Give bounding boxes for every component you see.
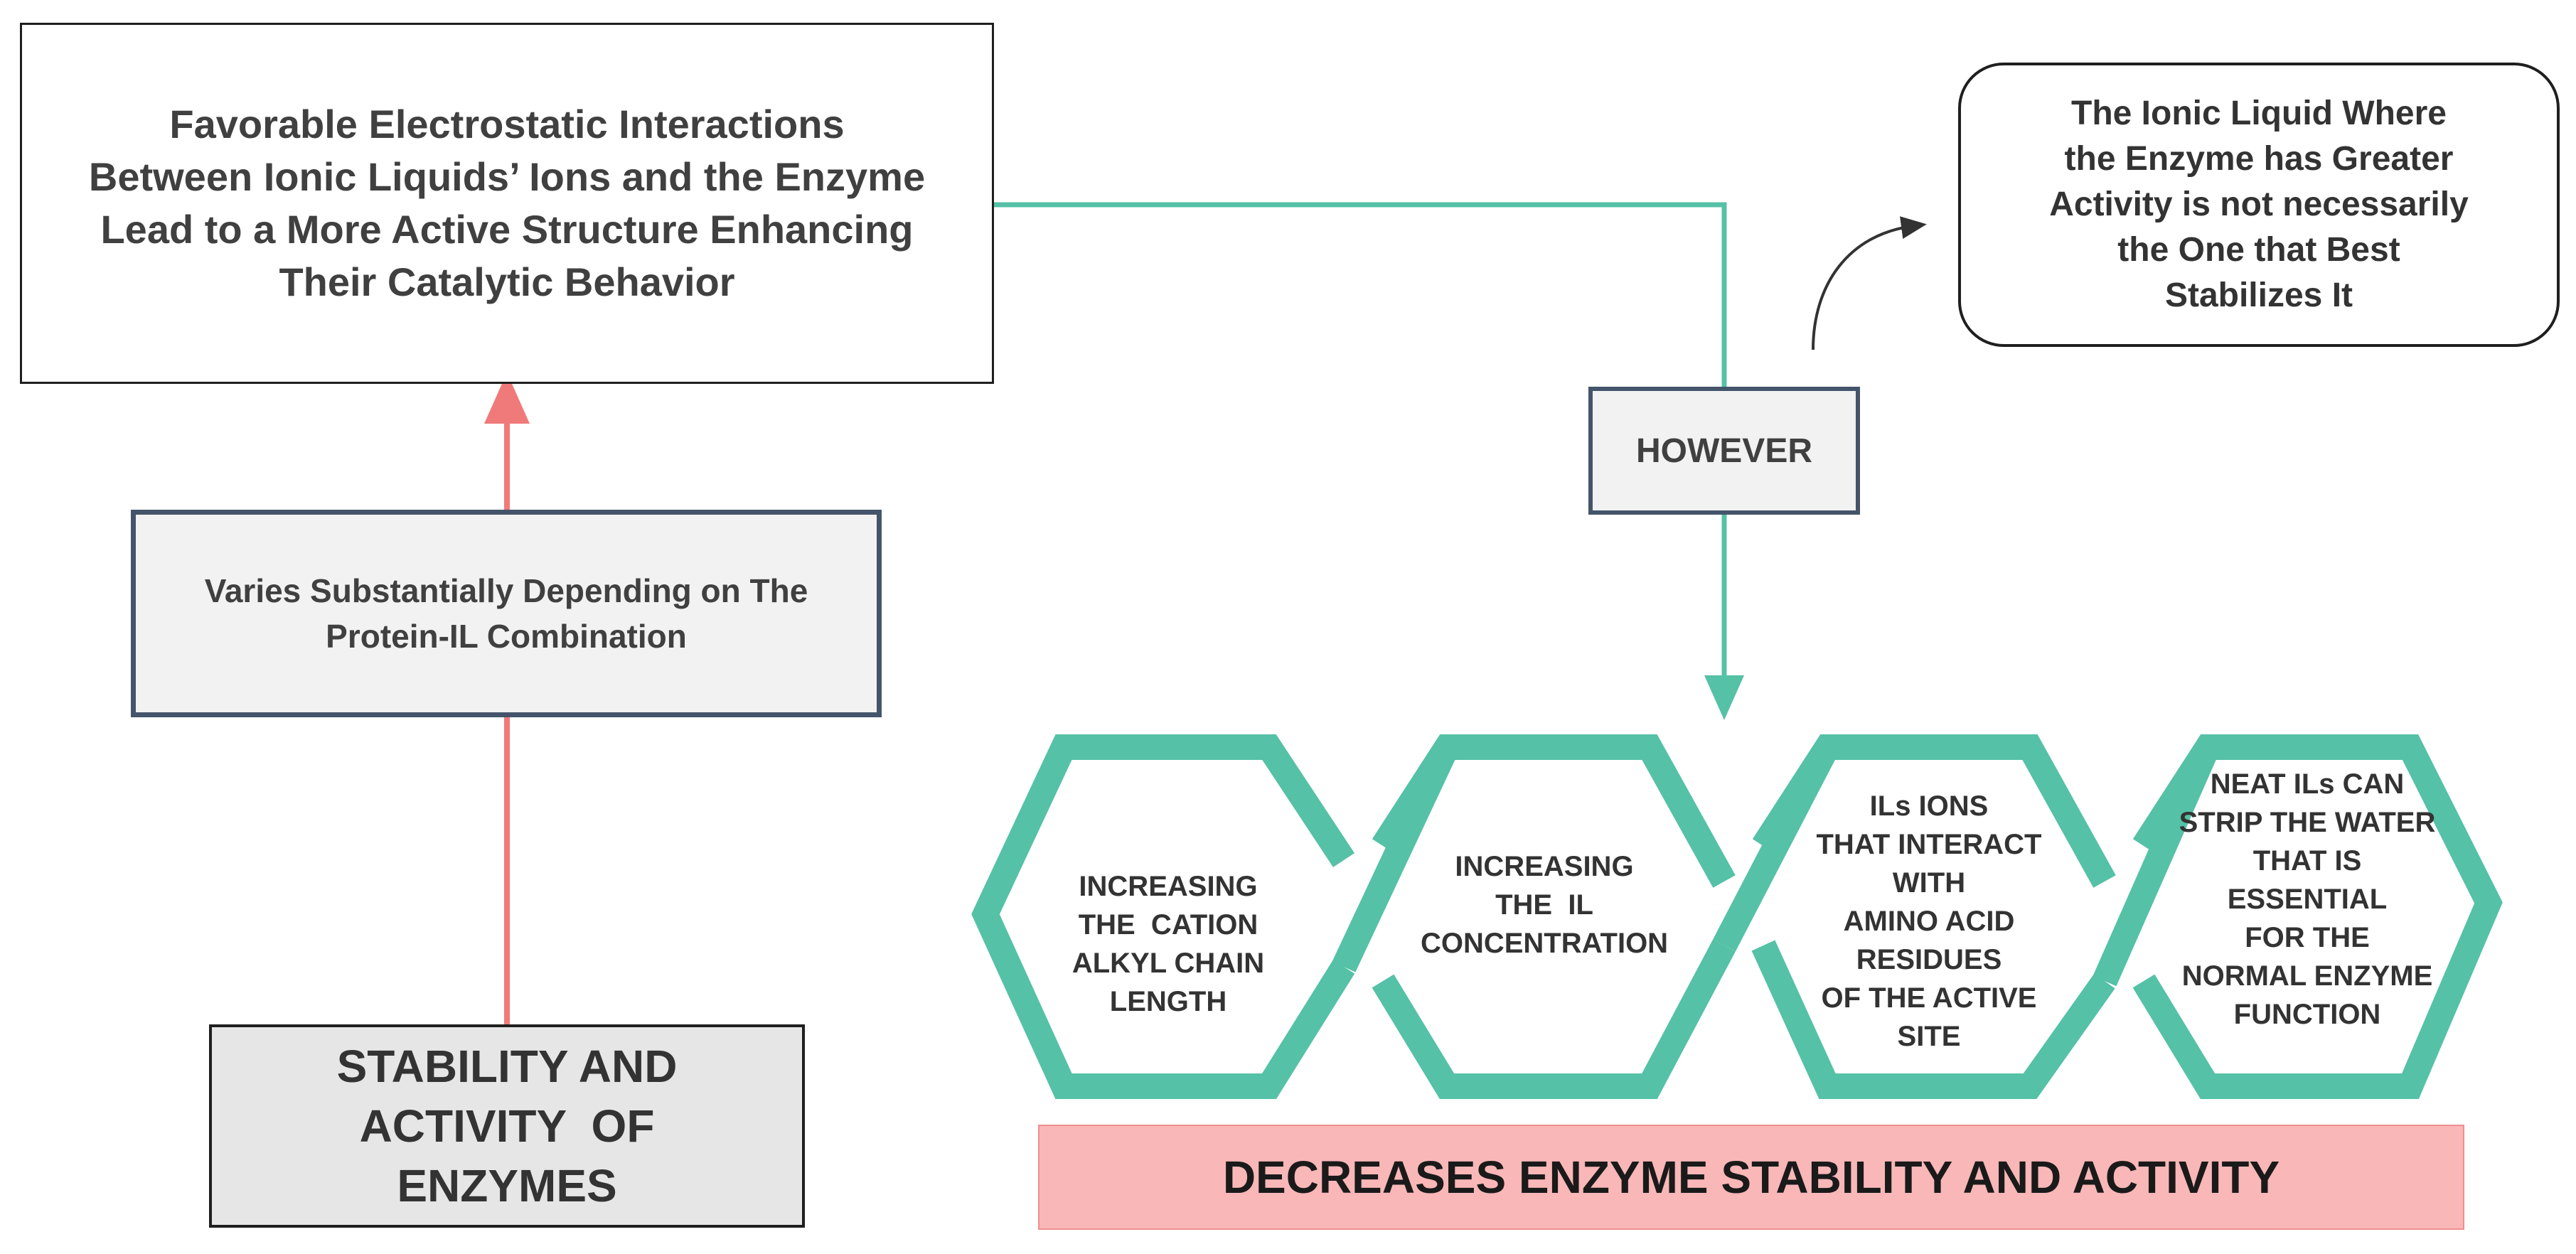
hexagon-chain (971, 734, 2503, 1099)
hex-label-line: FOR THE (2245, 922, 2370, 953)
hex-label-line: NORMAL ENZYME (2181, 960, 2433, 992)
hex-label-line: RESIDUES (1856, 944, 2002, 975)
note-line: the Enzyme has Greater (2064, 140, 2454, 178)
curved-arrow-to-note (1812, 216, 1927, 350)
bottom-box-line: ENZYMES (397, 1160, 617, 1211)
chain-link-3-4 (2093, 741, 2220, 987)
hex-label-line: SITE (1897, 1021, 1961, 1052)
hex-label-line: ALKYL CHAIN (1071, 948, 1265, 979)
hex-label-line: INCREASING (1455, 851, 1634, 882)
middle-box-line: Protein-IL Combination (326, 618, 687, 655)
hexagon-2-label: INCREASING THE IL CONCENTRATION (1421, 847, 1668, 963)
hexagon-4-label: NEAT ILs CAN STRIP THE WATER THAT IS ESS… (2173, 765, 2442, 1034)
hex-label-line: THE IL (1495, 889, 1593, 921)
protein-il-combination-box: Varies Substantially Depending on The Pr… (131, 510, 882, 717)
middle-box-line: Varies Substantially Depending on The (204, 572, 808, 609)
top-box-line: Favorable Electrostatic Interactions (169, 102, 845, 146)
hexagon-1-label: INCREASING THE CATION ALKYL CHAIN LENGTH (1072, 867, 1264, 1021)
stability-activity-box: STABILITY AND ACTIVITY OF ENZYMES (209, 1024, 805, 1228)
hex-label-line: FUNCTION (2233, 999, 2381, 1030)
note-line: The Ionic Liquid Where (2071, 95, 2447, 132)
however-box: HOWEVER (1588, 387, 1860, 515)
hex-label-line: THAT IS ESSENTIAL (2227, 845, 2388, 915)
connector-top-to-however (994, 202, 1727, 387)
top-box-line: Their Catalytic Behavior (279, 259, 735, 304)
chain-link-1-2 (1332, 741, 1459, 972)
note-box: The Ionic Liquid Where the Enzyme has Gr… (1958, 63, 2560, 347)
bottom-box-line: ACTIVITY OF (359, 1100, 655, 1152)
favorable-interactions-box: Favorable Electrostatic Interactions Bet… (20, 23, 994, 384)
hexagon-1-outline (971, 734, 1355, 1099)
hex-label-line: LENGTH (1109, 986, 1227, 1017)
note-line: Activity is not necessarily (2049, 186, 2469, 223)
decreases-stability-banner: DECREASES ENZYME STABILITY AND ACTIVITY (1038, 1125, 2464, 1230)
hex-label-line: STRIP THE WATER (2179, 807, 2436, 838)
hexagon-3-label: ILs IONS THAT INTERACT WITH AMINO ACID R… (1817, 787, 2042, 1056)
hex-label-line: ILs IONS (1869, 791, 1989, 822)
bottom-box-line: STABILITY AND (336, 1041, 678, 1092)
hex-label-line: AMINO ACID (1843, 906, 2015, 937)
hex-label-line: NEAT ILs CAN (2210, 768, 2405, 800)
top-box-line: Lead to a More Active Structure Enhancin… (100, 207, 914, 252)
hex-label-line: OF THE ACTIVE (1821, 982, 2037, 1014)
hex-label-line: INCREASING (1079, 871, 1258, 902)
top-box-line: Between Ionic Liquids’ Ions and the Enzy… (88, 154, 926, 199)
hex-label-line: THE CATION (1078, 909, 1258, 940)
hex-label-line: THAT INTERACT (1816, 829, 2042, 860)
chain-link-2-3 (1713, 741, 1839, 952)
hex-label-line: WITH (1892, 867, 1966, 899)
note-line: the One that Best (2117, 231, 2400, 269)
hex-label-line: CONCENTRATION (1420, 928, 1669, 959)
note-line: Stabilizes It (2164, 277, 2353, 314)
